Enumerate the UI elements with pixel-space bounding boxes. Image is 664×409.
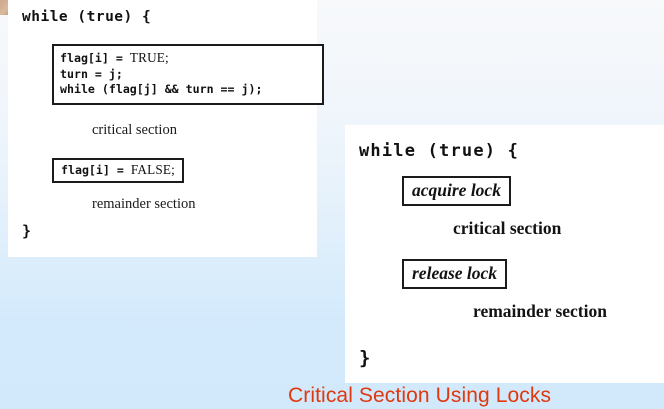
right-critical-section-label: critical section xyxy=(453,218,562,238)
left-flag-false-code: flag[i] = xyxy=(61,163,131,177)
left-code-line-1-value: TRUE; xyxy=(129,50,169,65)
right-remainder-section-label: remainder section xyxy=(473,301,607,321)
left-exit-code-box: flag[i] = FALSE; xyxy=(52,158,184,183)
acquire-lock-label: acquire lock xyxy=(412,180,501,200)
left-entry-code-box: flag[i] = TRUE; turn = j; while (flag[j]… xyxy=(52,44,324,105)
acquire-lock-box: acquire lock xyxy=(402,176,511,206)
left-while-open: while (true) { xyxy=(22,9,152,25)
right-while-open: while (true) { xyxy=(359,141,520,161)
figure-peterson-solution: while (true) { flag[i] = TRUE; turn = j;… xyxy=(8,0,324,257)
left-code-line-3: while (flag[j] && turn == j); xyxy=(60,82,263,96)
left-remainder-section-label: remainder section xyxy=(92,196,196,212)
left-close-brace: } xyxy=(22,222,32,240)
left-flag-false-line: flag[i] = FALSE; xyxy=(61,162,175,178)
left-code-line-1: flag[i] = TRUE; xyxy=(60,50,317,67)
left-flag-false-value: FALSE; xyxy=(130,162,175,177)
left-code-line-2: turn = j; xyxy=(60,66,123,81)
release-lock-box: release lock xyxy=(402,259,508,289)
figure-lock-solution: while (true) { acquire lock critical sec… xyxy=(345,125,664,383)
release-lock-label: release lock xyxy=(412,263,498,283)
right-close-brace: } xyxy=(359,347,371,369)
slide-caption: Critical Section Using Locks xyxy=(288,384,552,407)
left-critical-section-label: critical section xyxy=(92,122,177,138)
left-code-line-1-code: flag[i] = xyxy=(60,51,130,65)
